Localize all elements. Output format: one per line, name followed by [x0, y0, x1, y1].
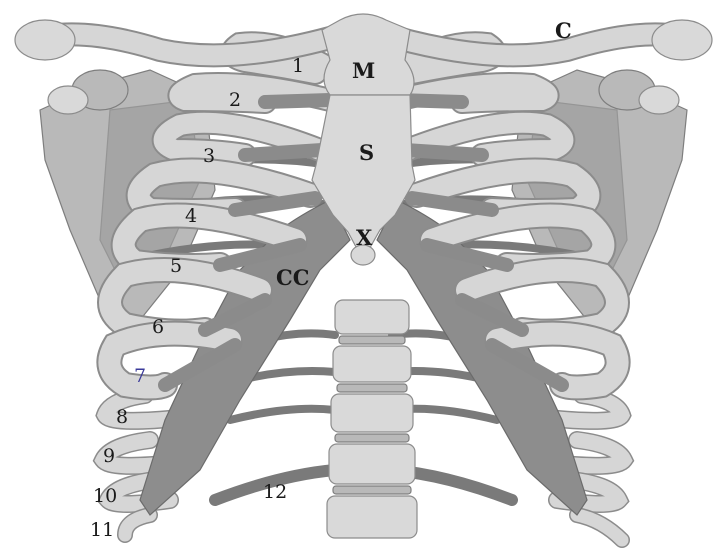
label-clavicle: C: [555, 18, 572, 43]
label-rib-3: 3: [203, 145, 215, 167]
label-costal-cartilage: CC: [276, 265, 309, 290]
label-rib-5: 5: [170, 255, 182, 277]
label-xiphoid: X: [356, 225, 373, 250]
label-rib-10: 10: [93, 485, 117, 507]
label-rib-6: 6: [152, 316, 164, 338]
label-sternum: S: [359, 140, 374, 165]
label-rib-12: 12: [263, 481, 287, 503]
label-rib-2: 2: [229, 89, 241, 111]
label-rib-11: 11: [90, 519, 114, 541]
vertebral-column: [327, 300, 417, 538]
label-rib-1: 1: [292, 55, 304, 77]
label-manubrium: M: [352, 58, 375, 83]
label-rib-9: 9: [103, 445, 115, 467]
label-rib-7: 7: [134, 365, 146, 387]
label-rib-4: 4: [185, 205, 197, 227]
label-rib-8: 8: [116, 406, 128, 428]
